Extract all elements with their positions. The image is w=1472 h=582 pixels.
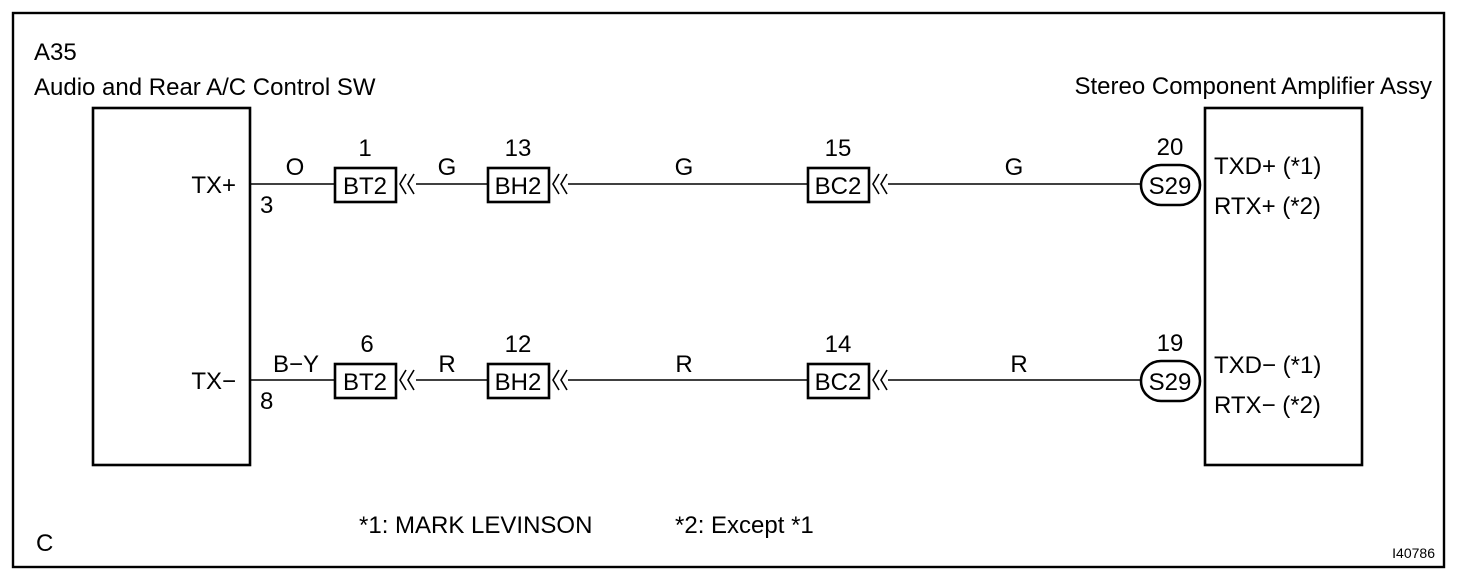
wire-color-label: O <box>286 154 305 181</box>
footnote-1: *1: MARK LEVINSON <box>359 512 592 539</box>
left-terminal-label: TX− <box>191 368 236 395</box>
connector-name: BT2 <box>343 173 387 200</box>
connector-box <box>333 362 398 400</box>
right-connector-name: S29 <box>1149 173 1192 200</box>
connector-box <box>806 362 871 400</box>
right-terminal-label: TXD+ (*1) <box>1214 153 1321 180</box>
connector-chevron-icon <box>872 369 888 391</box>
right-connector-pin-number: 20 <box>1157 134 1184 161</box>
connector-chevron-icon <box>399 173 415 195</box>
right-connector-pin-number: 19 <box>1157 330 1184 357</box>
wire-color-label: G <box>675 154 694 181</box>
connector-pin-number: 13 <box>505 135 532 162</box>
figure-id-label: I40786 <box>1392 545 1435 561</box>
diagram-frame <box>11 11 1446 569</box>
connector-box <box>333 166 398 204</box>
left-component-box <box>91 106 252 467</box>
connector-chevron-icon <box>552 173 568 195</box>
connector-box <box>486 166 551 204</box>
left-component-name: Audio and Rear A/C Control SW <box>34 74 376 101</box>
wire-color-label: R <box>675 351 692 378</box>
right-connector-shape <box>1139 163 1202 207</box>
right-component-box <box>1203 106 1364 467</box>
wire-color-label: G <box>438 154 457 181</box>
right-terminal-label: TXD− (*1) <box>1214 352 1321 379</box>
left-terminal-label: TX+ <box>191 172 236 199</box>
left-pin-number: 8 <box>260 388 273 415</box>
left-component-code: A35 <box>34 39 77 66</box>
connector-name: BH2 <box>495 173 542 200</box>
wire-color-label: B−Y <box>273 351 319 378</box>
right-component-name: Stereo Component Amplifier Assy <box>1074 73 1432 100</box>
wire-color-label: G <box>1005 154 1024 181</box>
frame-id-label: C <box>36 530 53 557</box>
circuit-2: TX− 8 B−Y R R R 6 BT2 12 BH2 14 BC2 19 <box>191 330 1321 419</box>
connector-chevron-icon <box>399 369 415 391</box>
wire-color-label: R <box>1010 351 1027 378</box>
right-terminal-label: RTX− (*2) <box>1214 392 1321 419</box>
wire-color-label: R <box>438 351 455 378</box>
connector-box <box>806 166 871 204</box>
footnote-2: *2: Except *1 <box>675 512 814 539</box>
connector-pin-number: 6 <box>360 331 373 358</box>
right-connector-name: S29 <box>1149 369 1192 396</box>
connector-name: BC2 <box>815 173 862 200</box>
connector-name: BC2 <box>815 369 862 396</box>
connector-name: BT2 <box>343 369 387 396</box>
connector-name: BH2 <box>495 369 542 396</box>
connector-box <box>486 362 551 400</box>
connector-pin-number: 15 <box>825 135 852 162</box>
connector-pin-number: 14 <box>825 331 852 358</box>
left-pin-number: 3 <box>260 192 273 219</box>
right-connector-shape <box>1139 359 1202 403</box>
connector-pin-number: 12 <box>505 331 532 358</box>
connector-chevron-icon <box>872 173 888 195</box>
connector-pin-number: 1 <box>358 135 371 162</box>
right-terminal-label: RTX+ (*2) <box>1214 193 1321 220</box>
connector-chevron-icon <box>552 369 568 391</box>
circuit-1: TX+ 3 O G G G 1 BT2 13 BH2 15 BC2 20 <box>191 134 1321 220</box>
